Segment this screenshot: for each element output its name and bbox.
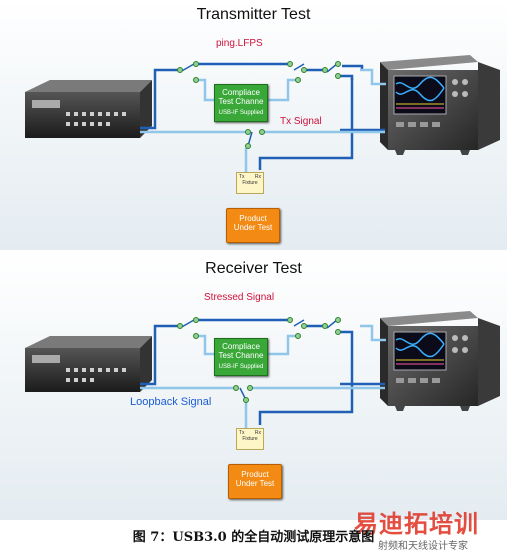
product-line1-bottom: Product xyxy=(241,470,269,479)
wire-dark-bottom xyxy=(140,318,385,425)
tx-signal-label: Tx Signal xyxy=(280,116,322,127)
fixture-label: Fixture xyxy=(242,180,258,186)
wire-light-top xyxy=(140,68,386,175)
ctf-line2-bottom: Test Channe xyxy=(218,351,264,360)
ctf-line2: Test Channe xyxy=(218,97,264,106)
product-under-test-box: Product Under Test xyxy=(226,208,280,243)
ctf-sub-bottom: USB-IF Supplied xyxy=(218,364,264,370)
figure-caption: 图 7：USB3.0 的全自动测试原理示意图 xyxy=(132,530,375,545)
test-fixture-bottom: Tx Rx Fixture xyxy=(236,428,264,450)
loopback-signal-label: Loopback Signal xyxy=(130,396,212,408)
product-line2: Under Test xyxy=(233,223,273,232)
watermark-logo: 易迪拓培训 xyxy=(354,510,479,538)
product-line1: Product xyxy=(239,214,267,223)
pattern-generator-icon-bottom xyxy=(25,336,152,392)
fixture-rx-pin: Rx xyxy=(254,174,261,180)
ctf-line1-bottom: Compliace xyxy=(222,342,260,351)
fixture-tx-pin-bottom: Tx xyxy=(239,430,245,436)
test-fixture: Tx Rx Fixture xyxy=(236,172,264,194)
switch-nodes-top xyxy=(177,61,341,149)
fixture-rx-pin-bottom: Rx xyxy=(254,430,261,436)
stressed-signal-label: Stressed Signal xyxy=(204,292,275,303)
wire-light-bottom xyxy=(140,324,386,430)
ping-lfps-label: ping.LFPS xyxy=(216,38,263,49)
compliance-test-channel-box-bottom: Compliace Test Channe USB-IF Supplied xyxy=(214,338,268,376)
ctf-sub: USB-IF Supplied xyxy=(218,110,264,116)
fixture-tx-pin: Tx xyxy=(239,174,245,180)
wire-dark-top xyxy=(140,62,385,170)
oscilloscope-icon xyxy=(380,55,500,155)
ctf-line1: Compliace xyxy=(222,88,260,97)
receiver-test-title: Receiver Test xyxy=(205,260,302,277)
transmitter-test-title: Transmitter Test xyxy=(196,6,311,23)
watermark-subtitle: 射频和天线设计专家 xyxy=(378,541,468,552)
switch-nodes-bottom xyxy=(177,317,341,403)
product-line2-bottom: Under Test xyxy=(235,479,275,488)
pattern-generator-icon xyxy=(25,80,152,138)
oscilloscope-icon-bottom xyxy=(380,311,500,411)
product-under-test-box-bottom: Product Under Test xyxy=(228,464,282,499)
fixture-label-bottom: Fixture xyxy=(242,436,258,442)
compliance-test-channel-box: Compliace Test Channe USB-IF Supplied xyxy=(214,84,268,122)
